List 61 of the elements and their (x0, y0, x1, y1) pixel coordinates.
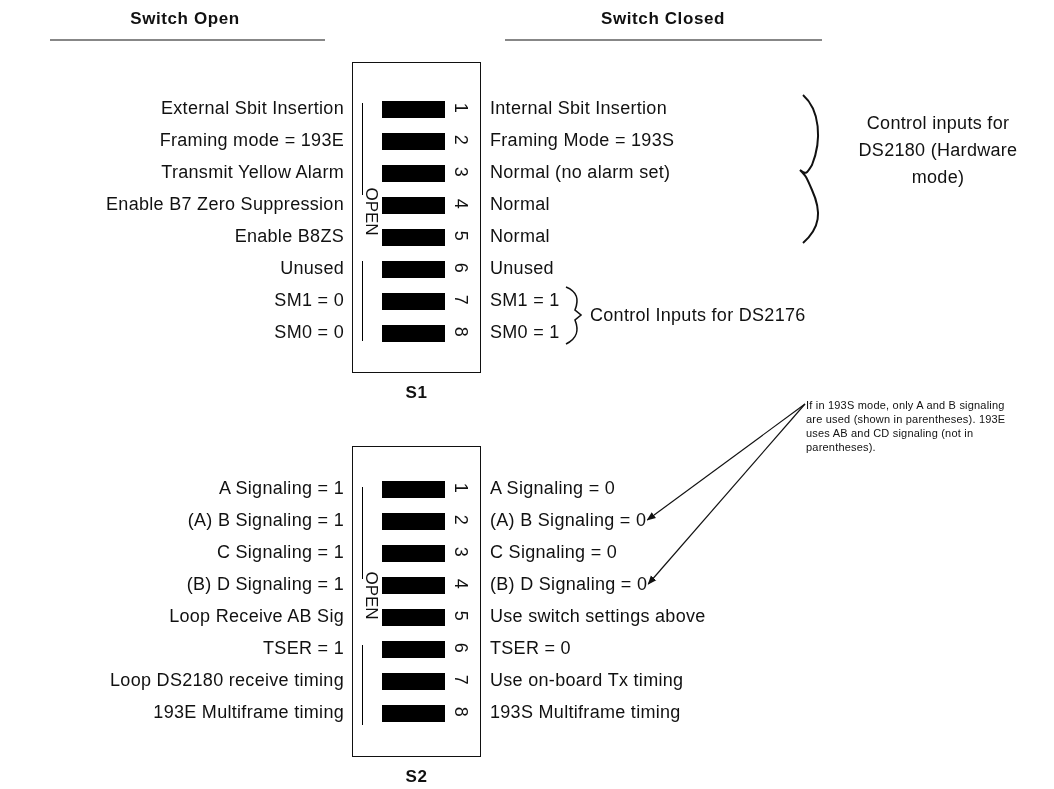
closed-setting-text: 193S Multiframe timing (490, 701, 681, 723)
open-setting-text: 193E Multiframe timing (152, 701, 344, 723)
switch-number: 2 (452, 513, 470, 528)
switch-number: 1 (452, 481, 470, 496)
open-setting-text: (A) B Signaling = 1 (186, 509, 344, 531)
open-setting-text: Unused (279, 257, 344, 279)
open-setting-text: Enable B8ZS (233, 225, 344, 247)
switch-number: 6 (452, 641, 470, 656)
open-setting-text: Transmit Yellow Alarm (160, 161, 344, 183)
leader-line (647, 403, 806, 585)
switch-number: 4 (452, 577, 470, 592)
note-text: If in 193S mode, only A and B signaling are used (shown in parentheses). 193E uses AB and CD signaling (not in parentheses). (806, 398, 1011, 454)
open-setting-text: C Signaling = 1 (215, 541, 344, 563)
switch-number: 8 (452, 325, 470, 340)
switch-number: 3 (452, 545, 470, 560)
switch-number: 3 (452, 165, 470, 180)
column-heading: Switch Closed (600, 8, 726, 30)
switch-open-text: OPEN (362, 187, 380, 236)
closed-setting-text: Normal (490, 225, 550, 247)
closed-setting-text: A Signaling = 0 (490, 477, 616, 499)
open-setting-text: A Signaling = 1 (217, 477, 344, 499)
switch-number: 1 (452, 101, 470, 116)
closed-setting-text: SM0 = 1 (490, 321, 560, 343)
closed-setting-text: (B) D Signaling = 0 (490, 573, 648, 595)
open-setting-text: TSER = 1 (262, 637, 344, 659)
closed-setting-text: Normal (490, 193, 550, 215)
switch-label: S2 (404, 766, 429, 788)
closed-setting-text: C Signaling = 0 (490, 541, 618, 563)
open-setting-text: Framing mode = 193E (158, 129, 344, 151)
switch-number: 7 (452, 673, 470, 688)
closed-setting-text: Use switch settings above (490, 605, 706, 627)
closed-setting-text: Normal (no alarm set) (490, 161, 671, 183)
switch-number: 7 (452, 293, 470, 308)
open-setting-text: SM1 = 0 (273, 289, 344, 311)
group-note: Control Inputs for DS2176 (590, 304, 806, 326)
closed-setting-text: TSER = 0 (490, 637, 571, 659)
open-setting-text: (B) D Signaling = 1 (185, 573, 344, 595)
closed-setting-text: Framing Mode = 193S (490, 129, 675, 151)
leader-line (646, 403, 806, 521)
closed-setting-text: Use on-board Tx timing (490, 669, 684, 691)
closed-setting-text: Unused (490, 257, 554, 279)
switch-number: 5 (452, 609, 470, 624)
closed-setting-text: SM1 = 1 (490, 289, 560, 311)
open-setting-text: SM0 = 0 (273, 321, 344, 343)
dip-switch (352, 446, 481, 757)
switch-label: S1 (404, 382, 429, 404)
switch-number: 2 (452, 133, 470, 148)
switch-open-text: OPEN (362, 571, 380, 620)
dip-switch (352, 62, 481, 373)
switch-number: 8 (452, 705, 470, 720)
closed-setting-text: (A) B Signaling = 0 (490, 509, 647, 531)
switch-number: 6 (452, 261, 470, 276)
open-setting-text: Enable B7 Zero Suppression (105, 193, 344, 215)
open-setting-text: External Sbit Insertion (160, 97, 344, 119)
column-heading: Switch Open (129, 8, 241, 30)
open-setting-text: Loop DS2180 receive timing (109, 669, 344, 691)
closed-setting-text: Internal Sbit Insertion (490, 97, 667, 119)
open-setting-text: Loop Receive AB Sig (168, 605, 344, 627)
switch-number: 5 (452, 229, 470, 244)
group-note: Control inputs for DS2180 (Hardware mode) (857, 112, 1019, 189)
switch-number: 4 (452, 197, 470, 212)
